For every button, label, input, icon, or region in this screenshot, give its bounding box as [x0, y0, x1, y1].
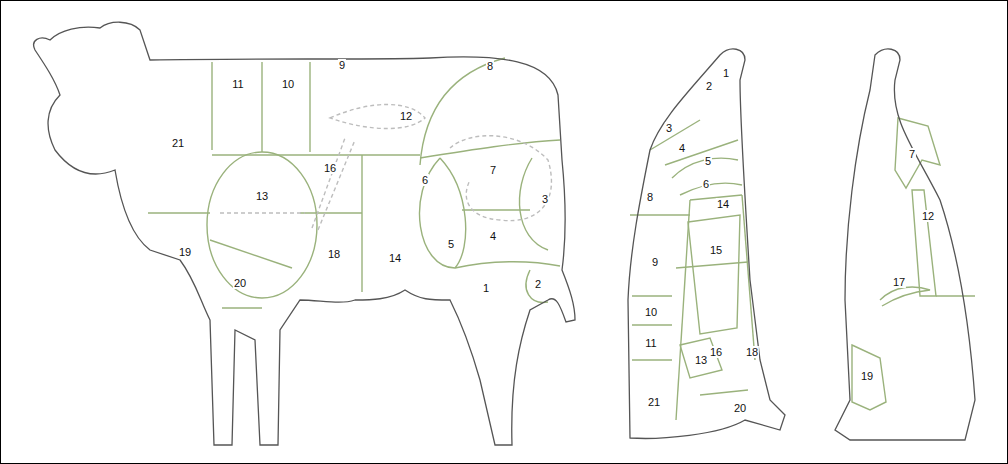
callout-number: 16: [323, 162, 337, 174]
callout-number: 20: [233, 277, 247, 289]
callout-number: 19: [178, 246, 192, 258]
callout-number: 14: [716, 198, 730, 210]
callout-number: 15: [709, 244, 723, 256]
callout-number: 1: [722, 67, 730, 79]
callout-number: 10: [644, 306, 658, 318]
callout-number: 20: [733, 402, 747, 414]
callout-number: 9: [651, 256, 659, 268]
callout-number: 2: [534, 278, 542, 290]
callout-number: 5: [447, 238, 455, 250]
callout-number: 18: [327, 248, 341, 260]
callout-number: 16: [709, 346, 723, 358]
callout-number: 9: [338, 59, 346, 71]
callout-number: 8: [486, 60, 494, 72]
callout-number: 7: [908, 148, 916, 160]
callout-number: 3: [541, 193, 549, 205]
callout-number: 8: [646, 191, 654, 203]
callout-number: 3: [665, 122, 673, 134]
callout-number: 12: [399, 110, 413, 122]
callout-number: 11: [644, 337, 657, 349]
callout-number: 12: [921, 210, 935, 222]
callout-number: 5: [704, 155, 712, 167]
callout-number: 13: [255, 190, 269, 202]
callout-number: 4: [678, 142, 686, 154]
callout-number: 1: [482, 282, 490, 294]
callout-number: 2: [705, 80, 713, 92]
callout-number: 4: [489, 230, 497, 242]
callout-number: 7: [489, 164, 497, 176]
callout-number: 21: [171, 137, 185, 149]
callout-number: 6: [702, 178, 710, 190]
callout-number: 14: [388, 252, 402, 264]
callout-number: 18: [745, 346, 759, 358]
callout-number: 19: [860, 370, 874, 382]
callout-number: 10: [281, 78, 295, 90]
callout-number: 6: [421, 174, 429, 186]
callout-number: 13: [694, 354, 708, 366]
callout-number: 11: [231, 78, 244, 90]
callout-number: 17: [892, 276, 906, 288]
callout-number: 21: [647, 396, 661, 408]
